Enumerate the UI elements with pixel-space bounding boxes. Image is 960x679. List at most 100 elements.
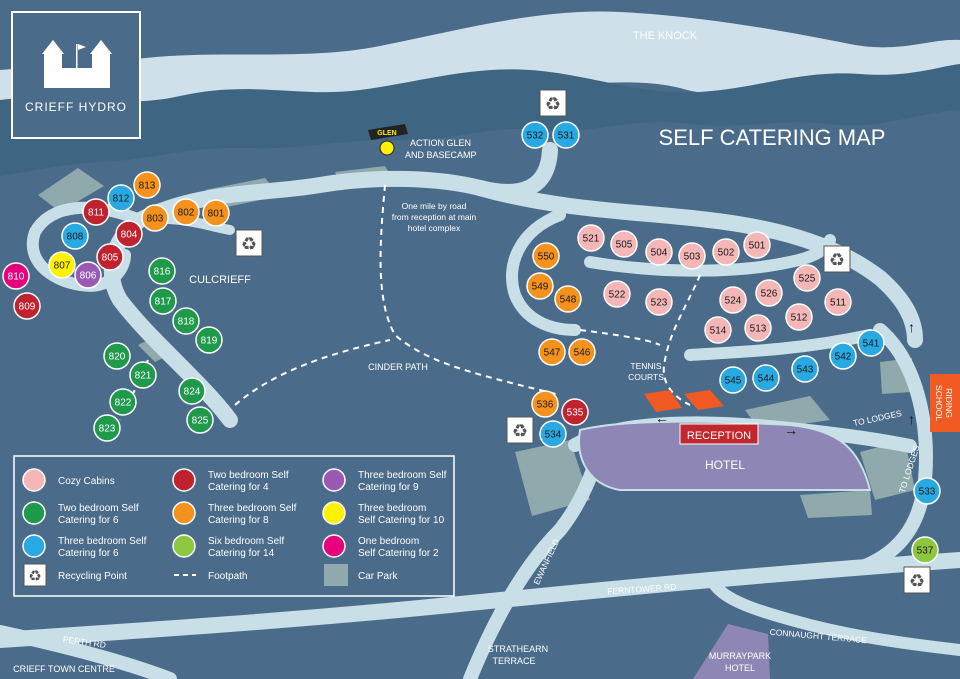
unit-802[interactable]: 802 [172, 198, 200, 226]
unit-marker[interactable] [577, 224, 605, 252]
unit-marker[interactable] [61, 222, 89, 250]
unit-533[interactable]: 533 [913, 477, 941, 505]
unit-548[interactable]: 548 [554, 285, 582, 313]
unit-808[interactable]: 808 [61, 222, 89, 250]
unit-813[interactable]: 813 [133, 171, 161, 199]
unit-531[interactable]: 531 [552, 121, 580, 149]
unit-marker[interactable] [554, 285, 582, 313]
unit-501[interactable]: 501 [743, 231, 771, 259]
unit-524[interactable]: 524 [719, 286, 747, 314]
unit-809[interactable]: 809 [13, 292, 41, 320]
unit-521[interactable]: 521 [577, 224, 605, 252]
unit-marker[interactable] [712, 238, 740, 266]
unit-marker[interactable] [645, 288, 673, 316]
unit-marker[interactable] [829, 342, 857, 370]
unit-824[interactable]: 824 [178, 377, 206, 405]
unit-marker[interactable] [824, 288, 852, 316]
unit-535[interactable]: 535 [561, 398, 589, 426]
unit-marker[interactable] [911, 536, 939, 564]
unit-542[interactable]: 542 [829, 342, 857, 370]
unit-marker[interactable] [531, 390, 559, 418]
unit-822[interactable]: 822 [109, 388, 137, 416]
unit-marker[interactable] [115, 220, 143, 248]
unit-marker[interactable] [704, 316, 732, 344]
unit-503[interactable]: 503 [678, 242, 706, 270]
unit-810[interactable]: 810 [2, 262, 30, 290]
unit-marker[interactable] [148, 257, 176, 285]
unit-marker[interactable] [791, 355, 819, 383]
unit-811[interactable]: 811 [82, 198, 110, 226]
unit-marker[interactable] [82, 198, 110, 226]
unit-522[interactable]: 522 [603, 280, 631, 308]
unit-803[interactable]: 803 [141, 204, 169, 232]
unit-523[interactable]: 523 [645, 288, 673, 316]
unit-marker[interactable] [109, 388, 137, 416]
unit-525[interactable]: 525 [793, 264, 821, 292]
unit-marker[interactable] [93, 414, 121, 442]
unit-526[interactable]: 526 [755, 279, 783, 307]
unit-818[interactable]: 818 [172, 307, 200, 335]
unit-532[interactable]: 532 [521, 121, 549, 149]
unit-marker[interactable] [133, 171, 161, 199]
unit-514[interactable]: 514 [704, 316, 732, 344]
unit-819[interactable]: 819 [195, 326, 223, 354]
unit-marker[interactable] [178, 377, 206, 405]
unit-marker[interactable] [568, 338, 596, 366]
unit-545[interactable]: 545 [719, 366, 747, 394]
unit-marker[interactable] [186, 406, 214, 434]
unit-marker[interactable] [202, 199, 230, 227]
unit-marker[interactable] [538, 338, 566, 366]
unit-816[interactable]: 816 [148, 257, 176, 285]
unit-513[interactable]: 513 [744, 314, 772, 342]
unit-817[interactable]: 817 [149, 287, 177, 315]
unit-807[interactable]: 807 [48, 251, 76, 279]
unit-505[interactable]: 505 [610, 230, 638, 258]
unit-534[interactable]: 534 [539, 420, 567, 448]
unit-marker[interactable] [103, 342, 131, 370]
unit-512[interactable]: 512 [785, 303, 813, 331]
unit-812[interactable]: 812 [107, 184, 135, 212]
unit-marker[interactable] [603, 280, 631, 308]
unit-marker[interactable] [521, 121, 549, 149]
unit-marker[interactable] [610, 230, 638, 258]
unit-marker[interactable] [526, 272, 554, 300]
unit-537[interactable]: 537 [911, 536, 939, 564]
unit-825[interactable]: 825 [186, 406, 214, 434]
unit-806[interactable]: 806 [74, 261, 102, 289]
unit-marker[interactable] [532, 242, 560, 270]
unit-marker[interactable] [48, 251, 76, 279]
unit-marker[interactable] [561, 398, 589, 426]
unit-marker[interactable] [172, 198, 200, 226]
unit-marker[interactable] [129, 361, 157, 389]
unit-marker[interactable] [645, 238, 673, 266]
unit-821[interactable]: 821 [129, 361, 157, 389]
unit-marker[interactable] [195, 326, 223, 354]
unit-marker[interactable] [172, 307, 200, 335]
unit-marker[interactable] [719, 286, 747, 314]
unit-544[interactable]: 544 [752, 364, 780, 392]
unit-536[interactable]: 536 [531, 390, 559, 418]
unit-marker[interactable] [744, 314, 772, 342]
unit-marker[interactable] [539, 420, 567, 448]
unit-marker[interactable] [96, 243, 124, 271]
unit-823[interactable]: 823 [93, 414, 121, 442]
unit-511[interactable]: 511 [824, 288, 852, 316]
unit-marker[interactable] [743, 231, 771, 259]
unit-marker[interactable] [755, 279, 783, 307]
unit-502[interactable]: 502 [712, 238, 740, 266]
unit-marker[interactable] [913, 477, 941, 505]
unit-543[interactable]: 543 [791, 355, 819, 383]
unit-marker[interactable] [857, 329, 885, 357]
unit-820[interactable]: 820 [103, 342, 131, 370]
unit-marker[interactable] [552, 121, 580, 149]
unit-marker[interactable] [107, 184, 135, 212]
unit-marker[interactable] [74, 261, 102, 289]
unit-marker[interactable] [149, 287, 177, 315]
unit-marker[interactable] [719, 366, 747, 394]
unit-547[interactable]: 547 [538, 338, 566, 366]
unit-marker[interactable] [141, 204, 169, 232]
unit-804[interactable]: 804 [115, 220, 143, 248]
unit-marker[interactable] [793, 264, 821, 292]
unit-546[interactable]: 546 [568, 338, 596, 366]
unit-marker[interactable] [752, 364, 780, 392]
